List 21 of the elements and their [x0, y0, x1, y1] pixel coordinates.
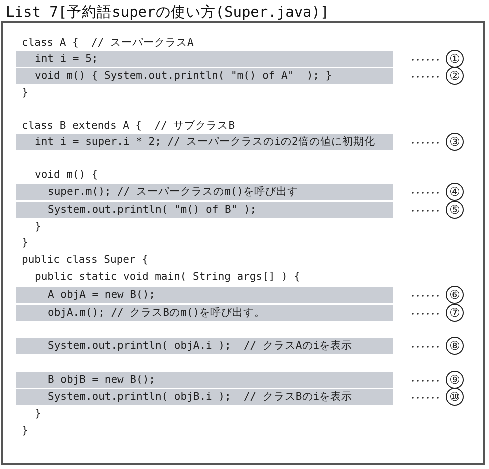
callout-number: ⑤: [446, 201, 464, 219]
code-line: }: [22, 236, 28, 251]
callout-number: ⑦: [446, 304, 464, 322]
listing-title: List 7[予約語superの使い方(Super.java)]: [6, 4, 330, 22]
code-line: void m() {: [35, 168, 98, 183]
callout-number: ①: [446, 50, 464, 68]
callout-number: ⑧: [446, 337, 464, 355]
callout-number: ④: [446, 183, 464, 201]
code-line: class B extends A { // サブクラスB: [22, 119, 236, 134]
code-line: }: [22, 424, 28, 439]
code-line: class A { // スーパークラスA: [22, 36, 194, 51]
code-line: }: [22, 86, 28, 101]
callout-number: ⑩: [446, 388, 464, 406]
callout-number: ⑨: [446, 371, 464, 389]
callout-number: ⑥: [446, 286, 464, 304]
code-line: }: [35, 407, 42, 422]
code-line: public class Super {: [22, 253, 148, 268]
callout-number: ②: [446, 67, 464, 85]
callout-number: ③: [446, 133, 464, 151]
code-line: public static void main( String args[] ) {: [35, 270, 301, 285]
code-line: }: [35, 220, 42, 235]
